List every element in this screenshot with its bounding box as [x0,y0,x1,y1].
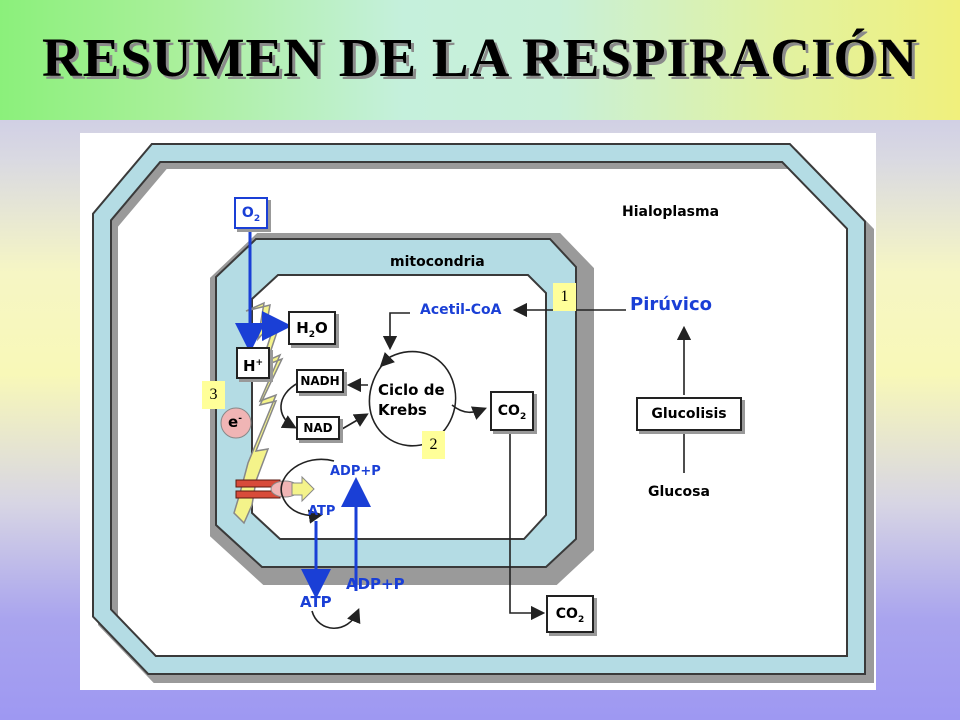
adp-p-inner-label: ADP+P [330,464,381,479]
acetil-coa-label: Acetil-CoA [420,302,502,318]
o2-box: O2 [234,197,268,229]
outer-atp-loop [311,608,361,629]
krebs-cycle-line1: Ciclo de [378,381,445,399]
respiration-diagram [92,143,874,683]
atp-inner-label: ATP [308,504,336,519]
adp-p-outer-label: ADP+P [346,575,405,593]
co2-inner-box: CO2 [490,391,534,431]
tag-2: 2 [422,431,445,459]
tag-3: 3 [202,381,225,409]
nadh-nad-loop [280,382,299,429]
title-band [0,0,960,120]
nad-to-krebs [341,413,369,430]
diagram-panel: Hialoplasma mitocondria Pirúvico Acetil-… [80,133,876,690]
atp-outer-label: ATP [300,593,332,611]
acetil-into-cycle [382,312,410,351]
krebs-to-co2 [451,404,487,420]
atp-synthase-arrow [291,475,315,503]
electron-label: e- [228,413,242,431]
glucolisis-box: Glucolisis [636,397,742,431]
electron-ball [220,407,252,439]
co2-outer-box: CO2 [546,595,594,633]
mitocondria-label: mitocondria [390,254,485,270]
krebs-cycle-line2: Krebs [378,401,427,419]
hplus-box: H+ [236,347,270,379]
co2-exit-line [509,433,546,621]
nadh-box: NADH [296,369,344,393]
page-title: RESUMEN DE LA RESPIRACIÓN [41,27,919,88]
tag-1: 1 [553,283,576,311]
h2o-box: H2O [288,311,336,345]
piruvico-label: Pirúvico [630,294,712,315]
inner-atp-loop [280,458,335,524]
hialoplasma-label: Hialoplasma [622,204,720,220]
nad-box: NAD [296,416,340,440]
glucosa-label: Glucosa [648,484,710,500]
